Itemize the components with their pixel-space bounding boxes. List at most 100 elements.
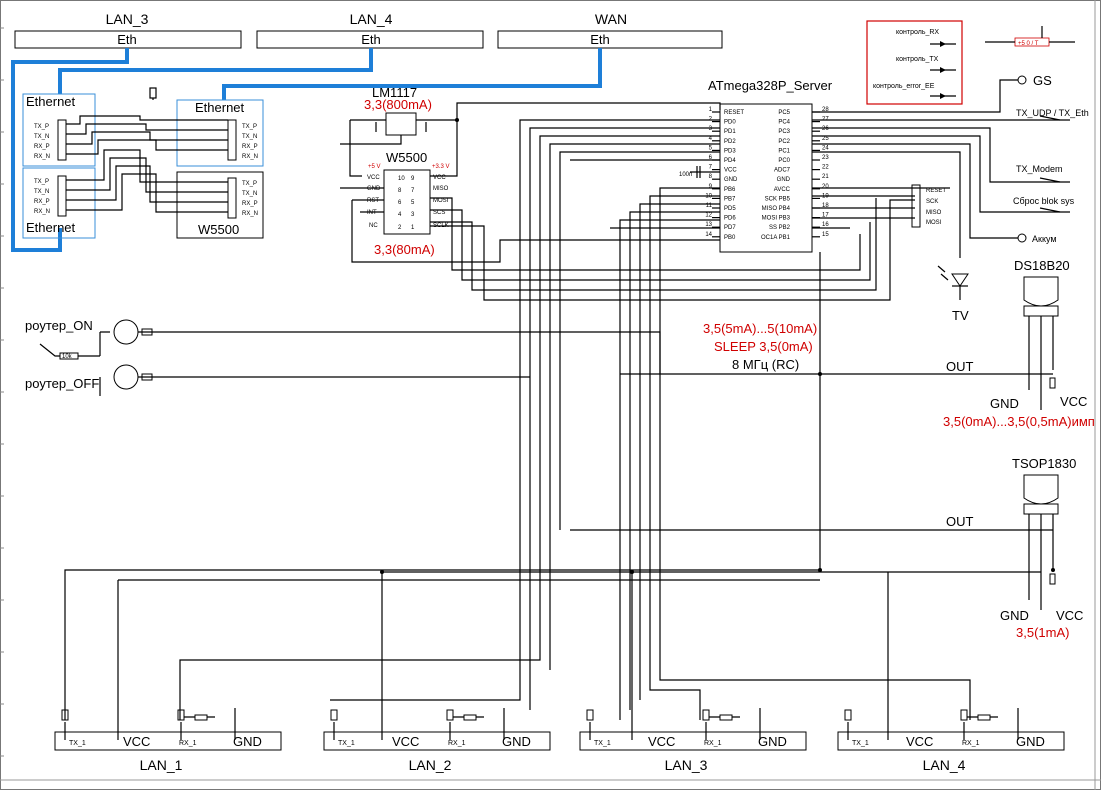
lan-tx: TX_1 (852, 740, 869, 747)
mcu-pin-right-num: 16 (822, 222, 829, 228)
mcu-pin-left-label: PD1 (724, 129, 736, 135)
mcu-pin-left-label: PD0 (724, 120, 736, 126)
lan-gnd: GND (1016, 734, 1045, 749)
mcu-pin-right-num: 17 (822, 213, 829, 219)
svg-text:RX_P: RX_P (34, 144, 50, 150)
mcu-current-1: 3,5(5mA)...5(10mA) (703, 321, 817, 336)
mcu-pin-right-num: 15 (822, 232, 829, 238)
svg-text:TX_P: TX_P (34, 124, 49, 130)
svg-text:INT: INT (367, 210, 377, 216)
top-port-lan3: LAN_3 Eth (14, 11, 242, 49)
w5500-module: W5500 TX_P TX_N RX_P RX_N (176, 171, 264, 239)
router-off-label: роутер_OFF (25, 376, 99, 391)
mcu-pin-right-label: GND (777, 177, 791, 183)
svg-text:TX_P: TX_P (34, 179, 49, 185)
svg-text:2: 2 (398, 225, 402, 231)
svg-text:+5 V: +5 V (368, 164, 381, 170)
lm1117-name: LM1117 (372, 85, 417, 100)
ethernet-label: Ethernet (195, 100, 245, 115)
mcu-atmega328p: ATmega328P_Server RESET1PD02PD13PD24PD35… (64, 78, 1070, 720)
svg-text:RX_P: RX_P (242, 201, 258, 207)
lan-rx: RX_1 (448, 740, 466, 747)
mcu-pin-right-label: SCK PB5 (765, 196, 791, 202)
mcu-pin-left-num: 1 (709, 107, 713, 113)
signal-gs: GS (1033, 73, 1052, 88)
mcu-pin-left-num: 4 (709, 136, 713, 142)
ethernet-block-2: Ethernet TX_P TX_N RX_P RX_N (22, 167, 96, 239)
lan-gnd: GND (502, 734, 531, 749)
port-eth: Eth (361, 32, 381, 47)
mcu-pin-left-num: 9 (709, 184, 713, 190)
signal-tx-modem: TX_Modem (1016, 164, 1063, 174)
svg-text:NC: NC (369, 223, 378, 229)
ethernet-block-1: Ethernet TX_P TX_N RX_P RX_N (22, 93, 96, 167)
svg-text:MISO: MISO (433, 186, 449, 192)
ds18b20-current: 3,5(0mA)...3,5(0,5mA)имп (943, 414, 1095, 429)
ethernet-bus (11, 48, 602, 252)
svg-text:контроль_error_EE: контроль_error_EE (873, 83, 935, 90)
svg-text:+5 0 / T: +5 0 / T (1018, 41, 1039, 47)
mcu-current-2: SLEEP 3,5(0mA) (714, 339, 813, 354)
mcu-name: ATmega328P_Server (708, 78, 833, 93)
ruler-left (0, 27, 4, 757)
svg-text:TX_P: TX_P (242, 181, 257, 187)
svg-text:TX_N: TX_N (34, 134, 49, 140)
mcu-pin-left-label: PB0 (724, 235, 736, 241)
mcu-pin-right-label: ADC7 (774, 168, 791, 174)
lan-tx: TX_1 (338, 740, 355, 747)
tsop-vcc: VCC (1056, 608, 1083, 623)
svg-text:MISO: MISO (926, 210, 942, 216)
svg-text:RX_P: RX_P (242, 144, 258, 150)
lan-rx: RX_1 (704, 740, 722, 747)
svg-text:5: 5 (411, 200, 415, 206)
mcu-pin-right-num: 23 (822, 155, 829, 161)
svg-text:VCC: VCC (433, 175, 446, 181)
mcu-pin-left-num: 11 (706, 203, 713, 209)
power-bus (117, 570, 1041, 740)
lan-name: LAN_4 (923, 757, 966, 773)
svg-text:+3.3 V: +3.3 V (432, 164, 450, 170)
mcu-pin-right-label: PC1 (778, 148, 790, 154)
mcu-pin-left-label: PD4 (724, 158, 736, 164)
mcu-pin-right-label: PC0 (778, 158, 790, 164)
svg-text:RX_P: RX_P (34, 199, 50, 205)
mcu-pin-left-label: GND (724, 177, 738, 183)
svg-text:RX_N: RX_N (242, 154, 258, 160)
svg-text:1: 1 (411, 225, 415, 231)
mcu-pin-right-num: 21 (822, 174, 829, 180)
lan-vcc: VCC (648, 734, 675, 749)
svg-text:7: 7 (411, 188, 415, 194)
mcu-pin-right-label: PC5 (778, 110, 790, 116)
svg-text:9: 9 (411, 176, 415, 182)
mcu-pin-left-label: PD3 (724, 148, 736, 154)
w5500-chip: W5500 +5 V +3.3 V VCC GND RST INT NC 10 … (340, 120, 915, 301)
mcu-pin-right-num: 20 (822, 184, 829, 190)
mcu-pin-right-label: PC4 (778, 120, 790, 126)
tsop-out: OUT (946, 514, 974, 529)
ds18b20-vcc: VCC (1060, 394, 1087, 409)
isp-header: RESET SCK MISO MOSI (911, 184, 946, 228)
svg-text:SCK: SCK (926, 199, 938, 205)
mcu-pin-right-num: 25 (822, 136, 829, 142)
svg-text:GND: GND (367, 186, 381, 192)
svg-text:10: 10 (398, 176, 405, 182)
lan-gnd: GND (758, 734, 787, 749)
ethernet-label: Ethernet (26, 94, 76, 109)
svg-text:MOSI: MOSI (926, 220, 942, 226)
mcu-pin-right-label: OC1A PB1 (761, 235, 791, 241)
svg-text:TX_N: TX_N (242, 191, 257, 197)
tsop-gnd: GND (1000, 608, 1029, 623)
lan-name: LAN_1 (140, 757, 183, 773)
svg-text:8: 8 (398, 188, 402, 194)
signal-reset-sys: Сброс blok sys (1013, 196, 1075, 206)
lan-vcc: VCC (392, 734, 419, 749)
mcu-pin-right-num: 18 (822, 203, 829, 209)
svg-text:4: 4 (398, 212, 402, 218)
svg-text:MOSI: MOSI (433, 198, 449, 204)
port-eth: Eth (117, 32, 137, 47)
